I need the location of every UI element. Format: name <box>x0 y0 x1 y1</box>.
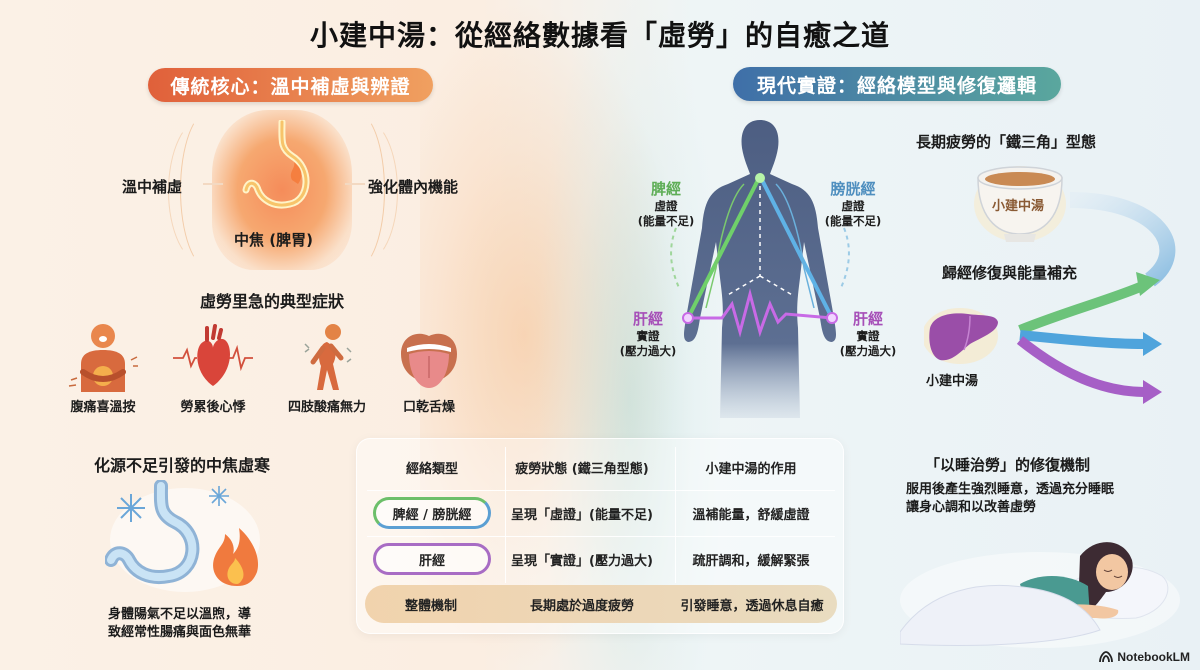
bowl-label: 小建中湯 <box>992 199 1045 214</box>
branding-label: NotebookLM <box>1117 650 1190 664</box>
repair-label: 歸經修復與能量補充 <box>942 264 1078 282</box>
sleep-heading: 「以睡治勞」的修復機制 <box>925 456 1091 474</box>
cold-desc-line2: 致經常性腸痛與面色無華 <box>108 625 252 640</box>
cold-desc-line1: 身體陽氣不足以溫煦，導 <box>108 607 252 622</box>
modern-evidence-header: 現代實證：經絡模型與修復邏輯 <box>733 67 1061 101</box>
spleen-note: (能量不足) <box>637 214 695 228</box>
spleen-state: 虛證 <box>654 199 678 213</box>
sleep-desc-line1: 服用後產生強烈睡意，透過充分睡眠 <box>906 482 1115 497</box>
table-cell: 呈現「虛證」(能量不足) <box>511 507 653 523</box>
human-body-meridian-diagram <box>670 120 850 418</box>
liver-note: (壓力過大) <box>839 344 897 358</box>
traditional-core-header: 傳統核心：溫中補虛與辨證 <box>148 68 433 102</box>
repair-flow-diagram <box>1016 192 1176 404</box>
spleen-meridian-label: 脾經 <box>650 180 681 198</box>
sleeping-woman-illustration <box>900 542 1180 648</box>
table-header: 經絡類型 <box>405 461 458 477</box>
liver-state: 實證 <box>636 329 660 343</box>
liver-icon <box>924 308 998 364</box>
table-cell: 引發睡意，透過休息自癒 <box>680 598 824 614</box>
symptom-label: 勞累後心悸 <box>180 400 246 415</box>
cold-stomach-illustration <box>105 480 260 592</box>
table-row: 肝經 呈現「實證」(壓力過大) 疏肝調和，緩解緊張 <box>367 537 835 581</box>
abdominal-pain-icon <box>68 324 138 392</box>
table-total-row: 整體機制 長期處於過度疲勞 引發睡意，透過休息自癒 <box>365 585 837 623</box>
table-cell: 呈現「實證」(壓力過大) <box>511 553 653 569</box>
table-row: 脾經 / 膀胱經 呈現「虛證」(能量不足) 溫補能量，舒緩虛證 <box>367 491 835 535</box>
warm-tonify-label: 溫中補虛 <box>122 178 183 196</box>
liver-meridian-right-note: 肝經 實證 (壓力過大) <box>836 308 900 359</box>
arrow-in-left-icon <box>203 183 223 185</box>
bladder-meridian-label: 膀胱經 <box>830 180 876 198</box>
herbal-bowl-icon <box>974 166 1066 242</box>
symptom-dry-mouth: 口乾舌燥 <box>384 322 474 415</box>
sleep-desc-line2: 讓身心調和以改善虛勞 <box>906 500 1037 515</box>
liver-state: 實證 <box>856 329 880 343</box>
cold-heading: 化源不足引發的中焦虛寒 <box>94 456 271 475</box>
table-cell: 長期處於過度疲勞 <box>529 598 634 614</box>
limb-ache-icon <box>304 324 352 390</box>
meridian-table: 經絡類型 疲勞狀態 (鐵三角型態) 小建中湯的作用 脾經 / 膀胱經 呈現「虛證… <box>356 438 844 634</box>
table-cell: 疏肝調和，緩解緊張 <box>692 553 810 569</box>
liver-meridian-label: 肝經 <box>632 310 663 328</box>
iron-triangle-heading: 長期疲勞的「鐵三角」型態 <box>916 133 1097 151</box>
symptom-abdominal-pain: 腹痛喜溫按 <box>58 322 148 415</box>
symptoms-heading: 虛勞里急的典型症狀 <box>200 292 345 311</box>
heart-palpitation-icon <box>173 324 253 386</box>
symptom-limb-ache: 四肢酸痛無力 <box>282 322 372 415</box>
symptom-label: 口乾舌燥 <box>402 400 455 415</box>
table-header: 疲勞狀態 (鐵三角型態) <box>515 461 649 477</box>
bladder-state: 虛證 <box>841 199 865 213</box>
symptom-label: 腹痛喜溫按 <box>70 400 136 415</box>
spleen-bladder-pill: 脾經 / 膀胱經 <box>373 497 491 529</box>
strengthen-function-label: 強化體內機能 <box>368 178 459 196</box>
bladder-meridian-note: 膀胱經 虛證 (能量不足) <box>818 178 888 229</box>
bladder-note: (能量不足) <box>824 214 882 228</box>
dry-mouth-icon <box>401 333 457 388</box>
snowflake-icon <box>117 494 145 522</box>
notebooklm-logo-icon <box>1099 651 1114 663</box>
liver-formula-label: 小建中湯 <box>926 374 979 389</box>
table-header-row: 經絡類型 疲勞狀態 (鐵三角型態) 小建中湯的作用 <box>367 445 835 489</box>
liver-meridian-label: 肝經 <box>852 310 883 328</box>
table-cell: 溫補能量，舒緩虛證 <box>692 507 810 523</box>
table-cell: 整體機制 <box>404 598 457 614</box>
spleen-meridian-note: 脾經 虛證 (能量不足) <box>636 178 696 229</box>
liver-meridian-left-note: 肝經 實證 (壓力過大) <box>616 308 680 359</box>
notebooklm-branding: NotebookLM <box>1099 650 1190 664</box>
table-header: 小建中湯的作用 <box>705 461 797 477</box>
page-title: 小建中湯：從經絡數據看「虛勞」的自癒之道 <box>309 19 890 52</box>
middle-jiao-label: 中焦 (脾胃) <box>234 231 313 249</box>
stomach-icon <box>242 120 310 209</box>
fire-icon <box>213 528 259 586</box>
liver-pill: 肝經 <box>373 543 491 575</box>
symptom-label: 四肢酸痛無力 <box>287 400 366 415</box>
symptom-palpitation: 勞累後心悸 <box>168 322 258 415</box>
arrow-in-right-icon <box>345 183 365 185</box>
liver-note: (壓力過大) <box>619 344 677 358</box>
